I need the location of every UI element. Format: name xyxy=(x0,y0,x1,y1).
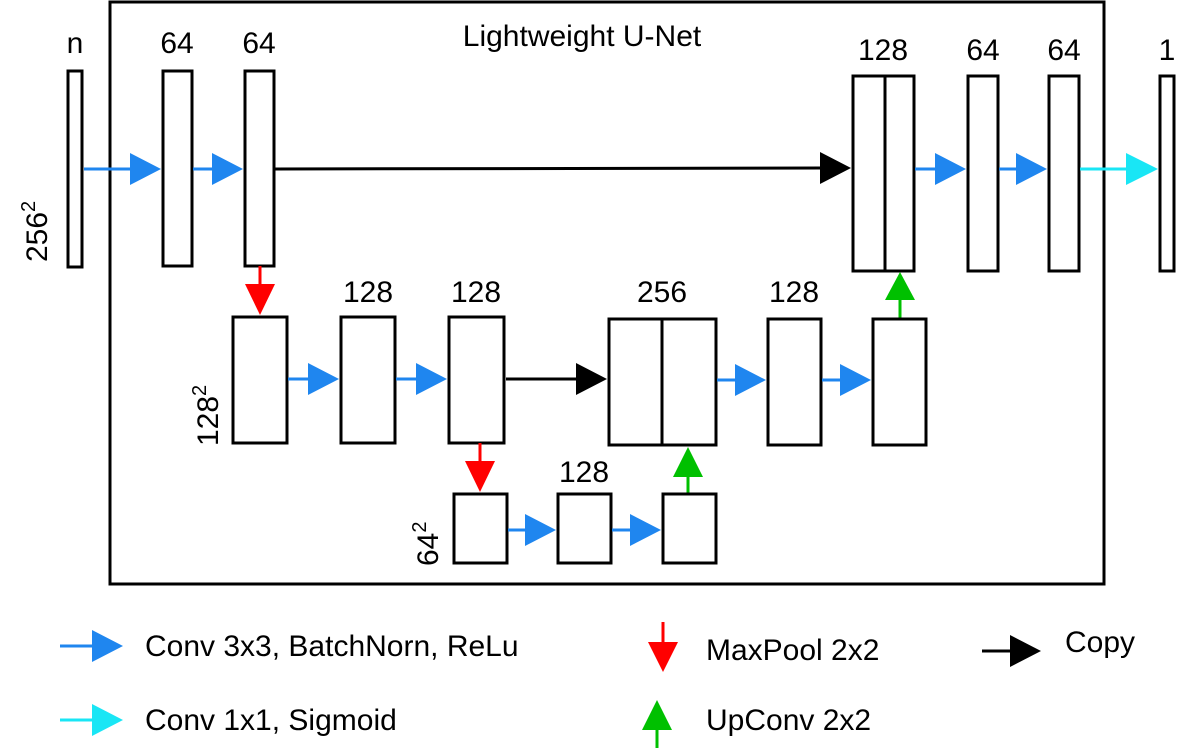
bottleneck-block xyxy=(556,492,613,565)
legend-conv3-label: Conv 3x3, BatchNorn, ReLu xyxy=(145,630,519,663)
svg-text:2562: 2562 xyxy=(18,201,54,262)
label-enc1a-channels: 64 xyxy=(160,27,193,60)
enc1b-block xyxy=(243,69,276,268)
output-block xyxy=(1158,74,1176,273)
enc2b-block xyxy=(447,315,506,445)
dec2-concat-right-block xyxy=(660,317,718,447)
resolution-level1-base: 256 xyxy=(21,212,54,262)
dec2b-block xyxy=(871,317,928,447)
legend: Conv 3x3, BatchNorn, ReLu Conv 1x1, Sigm… xyxy=(60,622,1135,748)
resolution-level3-exp: 2 xyxy=(409,522,431,533)
legend-upconv-icon xyxy=(642,700,672,748)
network-frame xyxy=(108,0,1106,586)
maxpool-arrow xyxy=(245,266,275,315)
legend-conv3-icon xyxy=(60,630,123,662)
legend-copy-label: Copy xyxy=(1065,626,1135,659)
legend-upconv-label: UpConv 2x2 xyxy=(706,704,871,737)
conv1-arrow xyxy=(1080,153,1158,185)
conv3-arrow xyxy=(508,514,556,546)
copy-arrow xyxy=(506,363,607,395)
legend-conv1-icon xyxy=(60,704,123,736)
legend-conv1-label: Conv 1x1, Sigmoid xyxy=(145,704,397,737)
label-enc2b-channels: 128 xyxy=(451,276,501,309)
enc2-pool-block xyxy=(231,315,289,445)
resolution-level2-exp: 2 xyxy=(189,385,211,396)
label-output-channels: 1 xyxy=(1159,34,1176,67)
dec2a-block xyxy=(766,317,823,447)
dec2-concat-left-block xyxy=(607,317,664,447)
resolution-level3-base: 64 xyxy=(412,533,445,566)
label-resolution-level3: 642 xyxy=(409,522,445,567)
label-enc2a-channels: 128 xyxy=(343,276,393,309)
legend-maxpool-icon xyxy=(648,622,678,672)
dec1b-block xyxy=(1047,74,1081,273)
label-input-channels: n xyxy=(67,27,84,60)
conv3-arrow xyxy=(822,364,871,396)
up3-block xyxy=(661,492,718,565)
resolution-level2-base: 128 xyxy=(192,396,225,446)
dec1a-block xyxy=(966,74,1000,273)
label-dec1-concat-channels: 128 xyxy=(858,34,908,67)
resolution-level1-exp: 2 xyxy=(18,201,40,212)
conv3-arrow xyxy=(717,364,766,396)
conv3-arrow xyxy=(612,514,661,546)
maxpool-arrow xyxy=(465,443,495,492)
legend-copy-icon xyxy=(982,635,1041,667)
label-dec2a-channels: 128 xyxy=(769,276,819,309)
svg-text:642: 642 xyxy=(409,522,445,567)
label-dec1b-channels: 64 xyxy=(1047,34,1080,67)
label-resolution-level2: 1282 xyxy=(189,385,225,446)
label-enc1b-channels: 64 xyxy=(242,27,275,60)
legend-maxpool-label: MaxPool 2x2 xyxy=(706,634,879,667)
diagram-title: Lightweight U-Net xyxy=(463,20,702,53)
conv3-arrow xyxy=(999,153,1047,185)
dec1-concat-right-block xyxy=(883,74,916,273)
upconv-arrow xyxy=(673,447,703,493)
conv3-arrow xyxy=(84,153,161,185)
enc1a-block xyxy=(161,69,194,268)
svg-text:1282: 1282 xyxy=(189,385,225,446)
enc3-pool-block xyxy=(452,492,509,565)
conv3-arrow xyxy=(193,153,243,185)
conv3-arrow xyxy=(288,363,339,395)
upconv-arrow xyxy=(885,272,915,318)
input-block xyxy=(66,69,84,269)
conv3-arrow xyxy=(396,363,447,395)
label-resolution-level1: 2562 xyxy=(18,201,54,262)
enc2a-block xyxy=(339,315,397,445)
copy-arrow xyxy=(274,152,851,184)
label-bottleneck-channels: 128 xyxy=(559,456,609,489)
dec1-concat-left-block xyxy=(851,74,887,273)
conv3-arrow xyxy=(915,153,966,185)
label-dec1a-channels: 64 xyxy=(966,34,999,67)
label-dec2-concat-channels: 256 xyxy=(637,276,687,309)
